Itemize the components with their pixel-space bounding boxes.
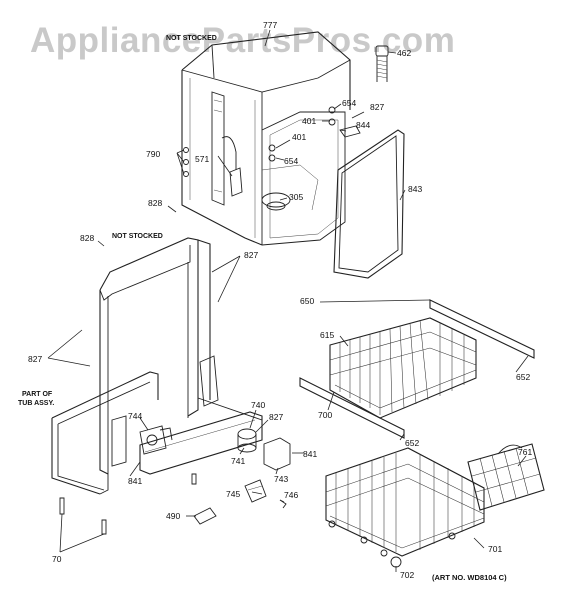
callout-490: 490 bbox=[166, 511, 180, 521]
part-761-basket bbox=[467, 443, 545, 511]
callout-462: 462 bbox=[397, 48, 411, 58]
callout-746: 746 bbox=[284, 490, 298, 500]
leader-lines bbox=[47, 29, 529, 572]
watermark-text: AppliancePartsPros.com bbox=[30, 21, 455, 60]
callout-70: 70 bbox=[52, 554, 62, 564]
callout-741: 741 bbox=[231, 456, 245, 466]
part-490-clip bbox=[193, 507, 217, 525]
note-part-of-line2: TUB ASSY. bbox=[18, 400, 54, 407]
callout-827-c: 827 bbox=[28, 354, 42, 364]
callout-652-b: 652 bbox=[405, 438, 419, 448]
upper-rack bbox=[329, 317, 477, 419]
lower-rack bbox=[325, 447, 485, 557]
part-462-cap bbox=[375, 45, 397, 82]
callout-828-a: 828 bbox=[148, 198, 162, 208]
part-70-screw-b bbox=[101, 519, 107, 535]
tub-assembly bbox=[181, 31, 351, 246]
callout-827-d: 827 bbox=[269, 412, 283, 422]
callout-743: 743 bbox=[274, 474, 288, 484]
callout-790: 790 bbox=[146, 149, 160, 159]
callout-777: 777 bbox=[263, 20, 277, 30]
callout-700: 700 bbox=[318, 410, 332, 420]
callout-401-a: 401 bbox=[302, 116, 316, 126]
callout-701: 701 bbox=[488, 544, 502, 554]
callout-labels: 777 462 654 827 401 844 401 654 790 571 … bbox=[28, 20, 532, 580]
callout-702: 702 bbox=[400, 570, 414, 580]
part-843-gasket bbox=[333, 129, 405, 279]
part-790-screws bbox=[183, 147, 189, 177]
callout-827-a: 827 bbox=[370, 102, 384, 112]
callout-827-b: 827 bbox=[244, 250, 258, 260]
callout-650: 650 bbox=[300, 296, 314, 306]
callout-654-b: 654 bbox=[284, 156, 298, 166]
frame-assembly bbox=[51, 237, 263, 495]
callout-761: 761 bbox=[518, 447, 532, 457]
callout-745: 745 bbox=[226, 489, 240, 499]
note-not-stocked-frame: NOT STOCKED bbox=[112, 233, 163, 240]
part-screw-frame bbox=[191, 473, 197, 485]
callout-740: 740 bbox=[251, 400, 265, 410]
callout-744: 744 bbox=[128, 411, 142, 421]
callout-305: 305 bbox=[289, 192, 303, 202]
part-740-fitting bbox=[237, 428, 257, 453]
note-part-of-line1: PART OF bbox=[22, 391, 53, 398]
callout-615: 615 bbox=[320, 330, 334, 340]
part-650-rail bbox=[299, 299, 535, 439]
note-not-stocked-top: NOT STOCKED bbox=[166, 35, 217, 42]
callout-843: 843 bbox=[408, 184, 422, 194]
callout-844: 844 bbox=[356, 120, 370, 130]
part-744-valve bbox=[139, 425, 173, 455]
art-number: (ART NO. WD8104 C) bbox=[432, 573, 507, 582]
callout-841-a: 841 bbox=[303, 449, 317, 459]
callout-401-b: 401 bbox=[292, 132, 306, 142]
callout-828-b: 828 bbox=[80, 233, 94, 243]
part-743-block bbox=[263, 437, 291, 471]
part-70-screw-a bbox=[59, 497, 65, 515]
callout-654-a: 654 bbox=[342, 98, 356, 108]
part-745-switch bbox=[244, 479, 267, 503]
part-844-clip bbox=[339, 125, 361, 138]
callout-571: 571 bbox=[195, 154, 209, 164]
callout-841-b: 841 bbox=[128, 476, 142, 486]
callout-652-a: 652 bbox=[516, 372, 530, 382]
part-702-wheel bbox=[390, 556, 402, 568]
